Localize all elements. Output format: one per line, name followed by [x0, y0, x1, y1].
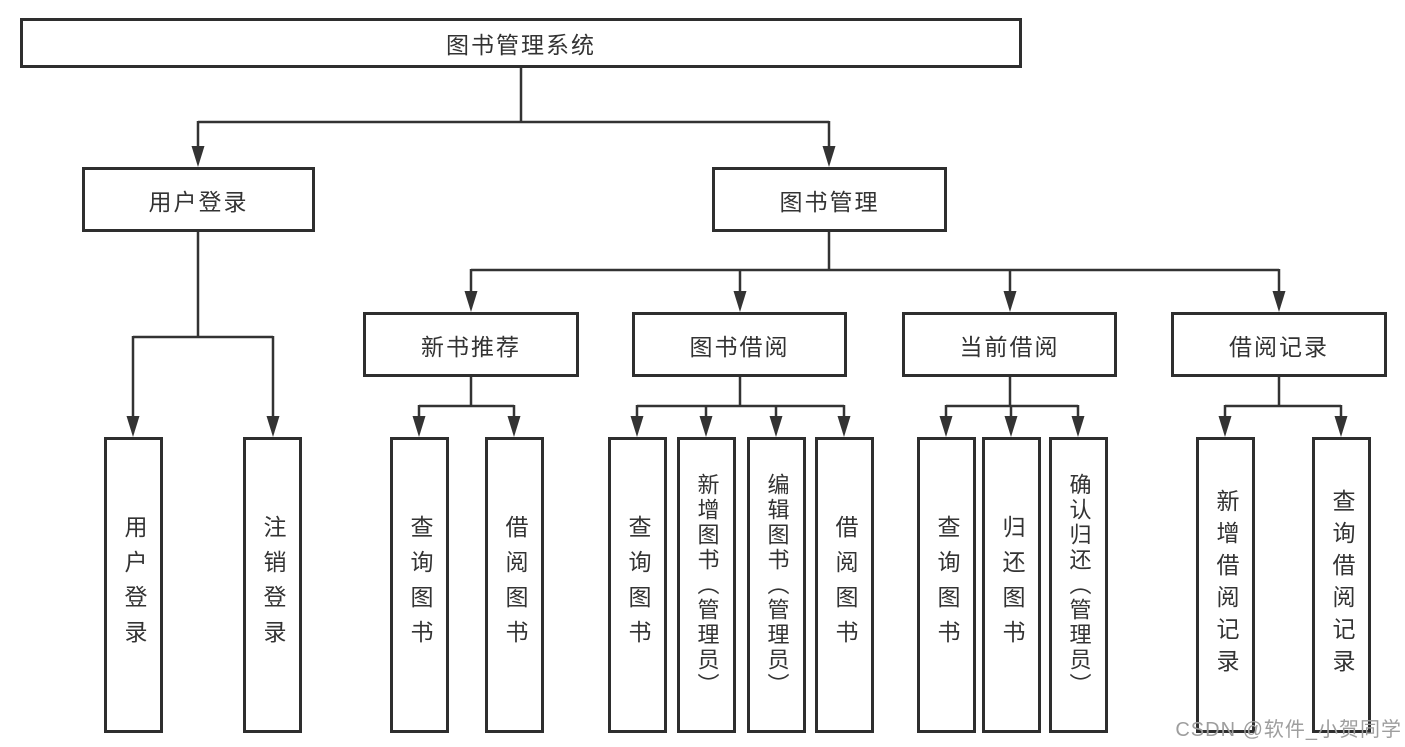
node-label: 查询图书 [625, 515, 650, 655]
node-label: 用户登录 [148, 189, 249, 215]
connector-segments [131, 67, 1343, 417]
node-label: 新增借阅记录 [1213, 489, 1238, 681]
node-label: 借阅记录 [1229, 334, 1329, 360]
node-new-book-recommendation: 新书推荐 [363, 312, 579, 377]
node-label: 查询借阅记录 [1329, 489, 1354, 681]
node-label: 编辑图书（管理员） [764, 472, 790, 698]
node-label: 新增图书（管理员） [694, 472, 720, 698]
leaf-query-borrow-record: 查询借阅记录 [1312, 437, 1371, 733]
node-label: 注销登录 [260, 515, 285, 655]
node-label: 确认归还（管理员） [1066, 472, 1092, 698]
node-label: 图书管理 [779, 189, 880, 215]
csdn-watermark: CSDN @软件_小贺同学 [1175, 719, 1402, 741]
node-label: 借阅图书 [832, 515, 857, 655]
leaf-confirm-return-admin: 确认归还（管理员） [1049, 437, 1108, 733]
leaf-edit-books-admin: 编辑图书（管理员） [747, 437, 806, 733]
leaf-query-books: 查询图书 [608, 437, 667, 733]
node-user-login: 用户登录 [82, 167, 315, 232]
leaf-query-books: 查询图书 [917, 437, 976, 733]
leaf-add-borrow-record: 新增借阅记录 [1196, 437, 1255, 733]
node-book-management: 图书管理 [712, 167, 947, 232]
node-label: 查询图书 [407, 515, 432, 655]
node-label: 用户登录 [121, 515, 146, 655]
leaf-query-books: 查询图书 [390, 437, 449, 733]
node-borrowing-records: 借阅记录 [1171, 312, 1387, 377]
node-label: 借阅图书 [502, 515, 527, 655]
node-label: 查询图书 [934, 515, 959, 655]
node-label: 新书推荐 [421, 334, 521, 360]
node-label: 图书管理系统 [446, 33, 596, 58]
leaf-borrow-books: 借阅图书 [815, 437, 874, 733]
node-label: 归还图书 [999, 515, 1024, 655]
leaf-return-books: 归还图书 [982, 437, 1041, 733]
node-current-borrowing: 当前借阅 [902, 312, 1117, 377]
leaf-borrow-books: 借阅图书 [485, 437, 544, 733]
leaf-logout: 注销登录 [243, 437, 302, 733]
leaf-user-login: 用户登录 [104, 437, 163, 733]
node-label: 图书借阅 [689, 334, 790, 360]
node-root-library-management-system: 图书管理系统 [20, 18, 1022, 68]
node-book-borrowing: 图书借阅 [632, 312, 847, 377]
arrowheads [126, 146, 1348, 437]
leaf-add-books-admin: 新增图书（管理员） [677, 437, 736, 733]
node-label: 当前借阅 [959, 334, 1060, 360]
